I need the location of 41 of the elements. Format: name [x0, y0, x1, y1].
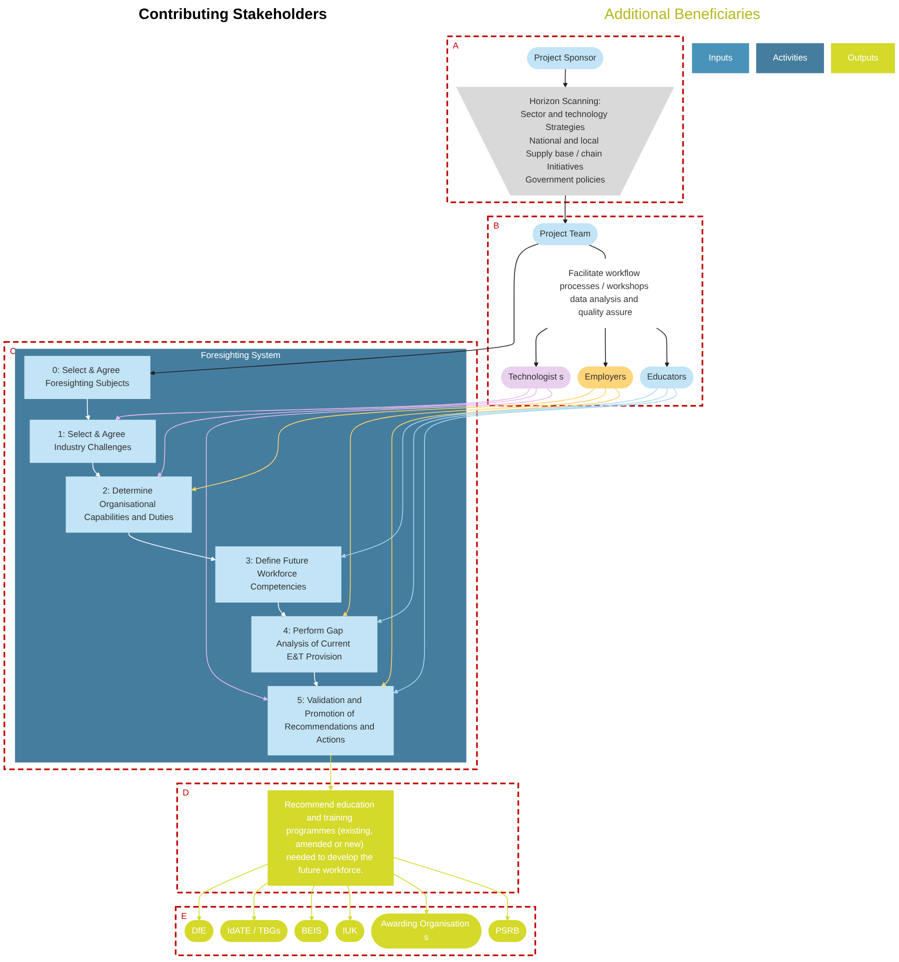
arrow: [393, 873, 429, 914]
arrow: [128, 532, 216, 561]
arrow: [656, 327, 670, 367]
arrow: [150, 242, 540, 375]
node-box: Recommend education and training programmes (existing, amended or new) needed to develop the future workforce.: [268, 790, 394, 886]
arrow: [196, 863, 268, 921]
node-box: Activities: [756, 42, 824, 73]
arrow: [309, 884, 314, 921]
node-box: 1: Select & Agree Industry Challenges: [30, 419, 156, 462]
arrow: [534, 327, 548, 367]
node-box: Outputs: [831, 42, 895, 73]
arrow: [206, 388, 552, 700]
arrow: [86, 398, 90, 420]
arrow: [342, 388, 606, 616]
node-box: 5: Validation and Promotion of Recommendations and Actions: [268, 686, 394, 755]
group-heading: Additional Beneficiaries: [604, 6, 760, 23]
arrow: [340, 388, 658, 558]
arrow: [393, 856, 510, 921]
arrow: [562, 194, 568, 224]
arrow: [393, 388, 677, 694]
arrow: [191, 388, 596, 491]
node-box: 2: Determine Organisational Capabilities and Duties: [66, 476, 192, 532]
connector: [588, 244, 606, 260]
arrow: [603, 327, 608, 367]
node-box: Inputs: [692, 42, 750, 73]
arrow: [562, 68, 568, 88]
arrow: [313, 671, 318, 686]
node-box: 0: Select & Agree Foresighting Subjects: [24, 356, 150, 399]
arrow: [115, 388, 530, 420]
arrow: [92, 462, 100, 477]
arrow: [157, 388, 537, 477]
node-text: Facilitate workflow processes / workshops data analysis and quality assure: [560, 268, 649, 318]
arrow: [381, 388, 620, 686]
arrow: [328, 754, 334, 790]
arrow: [376, 388, 668, 623]
arrow: [278, 602, 286, 616]
arrow: [252, 882, 268, 921]
node-box: 3: Define Future Workforce Competencies: [215, 546, 342, 602]
arrow: [346, 884, 352, 921]
group-heading: Contributing Stakeholders: [138, 6, 328, 23]
node-box: 4: Perform Gap Analysis of Current E&T Provision: [251, 616, 378, 672]
